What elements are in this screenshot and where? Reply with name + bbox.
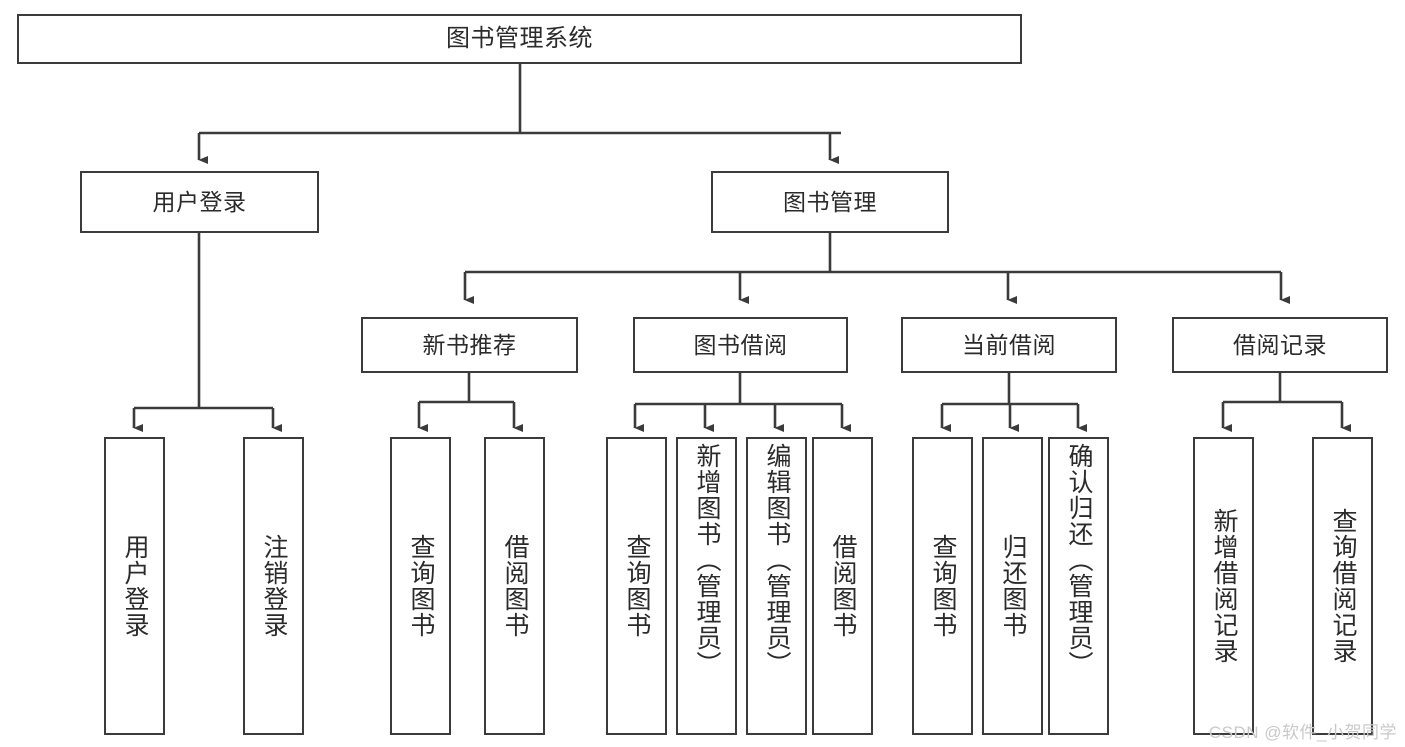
leaf-current-borrow-query[interactable]: 查询图书 bbox=[912, 437, 973, 735]
node-label: 新增图书（管理员） bbox=[693, 443, 721, 677]
node-label: 当前借阅 bbox=[962, 331, 1056, 358]
node-label: 新增借阅记录 bbox=[1210, 508, 1238, 664]
node-label: 查询借阅记录 bbox=[1329, 508, 1357, 664]
node-book-borrow[interactable]: 图书借阅 bbox=[633, 317, 848, 373]
leaf-borrow-record-add[interactable]: 新增借阅记录 bbox=[1193, 437, 1254, 735]
node-label: 归还图书 bbox=[999, 534, 1027, 638]
leaf-new-book-borrow[interactable]: 借阅图书 bbox=[484, 437, 545, 735]
leaf-book-borrow-add[interactable]: 新增图书（管理员） bbox=[676, 437, 737, 735]
node-label: 编辑图书（管理员） bbox=[763, 443, 791, 677]
leaf-book-borrow-lend[interactable]: 借阅图书 bbox=[812, 437, 873, 735]
node-label: 用户登录 bbox=[121, 534, 149, 638]
node-label: 注销登录 bbox=[260, 534, 288, 638]
leaf-user-login-logout[interactable]: 注销登录 bbox=[243, 437, 304, 735]
node-root-system[interactable]: 图书管理系统 bbox=[17, 14, 1022, 64]
node-label: 图书借阅 bbox=[693, 331, 788, 358]
node-label: 图书管理系统 bbox=[446, 25, 593, 53]
leaf-current-borrow-confirm-return[interactable]: 确认归还（管理员） bbox=[1048, 437, 1109, 735]
node-label: 查询图书 bbox=[929, 534, 957, 638]
node-label: 用户登录 bbox=[152, 188, 247, 215]
node-current-borrow[interactable]: 当前借阅 bbox=[901, 317, 1117, 373]
node-label: 借阅记录 bbox=[1233, 331, 1327, 358]
leaf-book-borrow-edit[interactable]: 编辑图书（管理员） bbox=[746, 437, 807, 735]
leaf-book-borrow-query[interactable]: 查询图书 bbox=[606, 437, 667, 735]
node-user-login[interactable]: 用户登录 bbox=[80, 171, 319, 233]
node-label: 借阅图书 bbox=[829, 534, 857, 638]
node-label: 图书管理 bbox=[783, 188, 877, 215]
node-new-book-recommend[interactable]: 新书推荐 bbox=[361, 317, 578, 373]
node-book-management[interactable]: 图书管理 bbox=[711, 171, 949, 233]
leaf-current-borrow-return[interactable]: 归还图书 bbox=[982, 437, 1043, 735]
node-label: 确认归还（管理员） bbox=[1065, 443, 1093, 677]
leaf-new-book-query[interactable]: 查询图书 bbox=[390, 437, 451, 735]
node-borrow-record[interactable]: 借阅记录 bbox=[1172, 317, 1388, 373]
leaf-user-login-login[interactable]: 用户登录 bbox=[104, 437, 165, 735]
leaf-borrow-record-query[interactable]: 查询借阅记录 bbox=[1312, 437, 1373, 735]
node-label: 新书推荐 bbox=[422, 331, 517, 358]
node-label: 借阅图书 bbox=[501, 534, 529, 638]
csdn-watermark: CSDN @软件_小贺同学 bbox=[1208, 723, 1397, 742]
node-label: 查询图书 bbox=[407, 534, 435, 638]
node-label: 查询图书 bbox=[623, 534, 651, 638]
